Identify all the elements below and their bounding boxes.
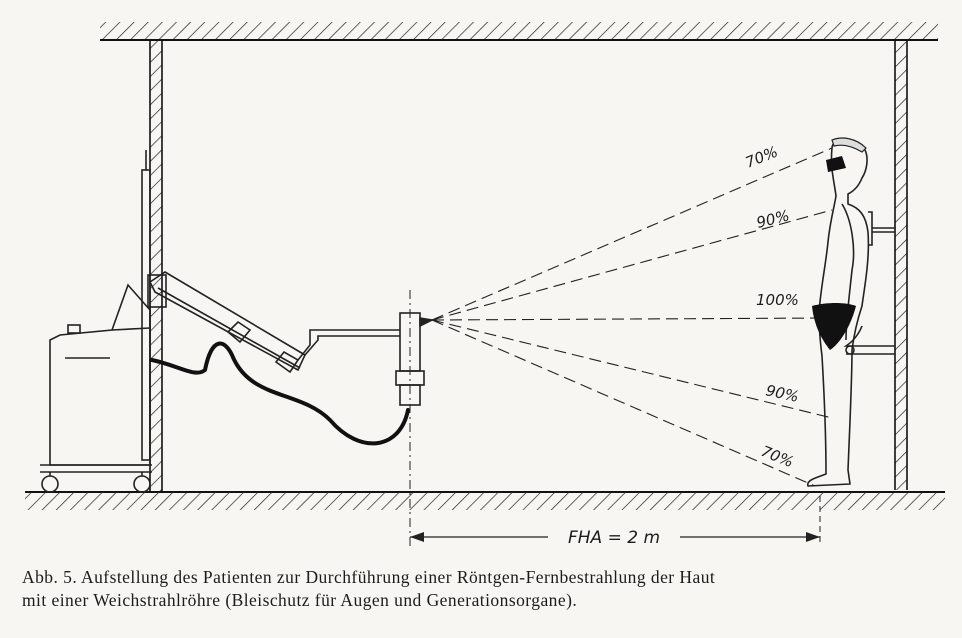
floor	[25, 491, 945, 510]
intensity-label-center: 100%	[756, 291, 799, 309]
distance-dimension: FHA = 2 m	[410, 496, 821, 548]
figure-caption: Abb. 5. Aufstellung des Patienten zur Du…	[22, 566, 947, 612]
right-wall	[894, 40, 908, 490]
left-wall	[149, 40, 163, 492]
xray-setup-diagram: 70% 90% 100% 90% 70% FHA = 2 m	[25, 22, 945, 548]
caption-line-2: mit einer Weichstrahlröhre (Bleischutz f…	[22, 590, 578, 610]
xray-tube-head	[395, 312, 435, 406]
power-cable	[150, 341, 410, 446]
lead-gonad-shield	[812, 303, 856, 350]
ceiling	[100, 22, 938, 41]
lead-eye-shield	[826, 137, 867, 172]
intensity-label-upper: 90%	[755, 206, 792, 232]
xray-generator-cart	[40, 150, 152, 493]
intensity-label-bottom: 70%	[759, 442, 797, 471]
caption-line-1: Abb. 5. Aufstellung des Patienten zur Du…	[22, 567, 716, 587]
wall-handles	[843, 211, 895, 355]
radiation-rays	[431, 147, 833, 487]
articulated-arm	[147, 271, 400, 374]
distance-label: FHA = 2 m	[568, 528, 660, 548]
intensity-labels: 70% 90% 100% 90% 70%	[743, 143, 801, 472]
intensity-label-top: 70%	[743, 143, 781, 172]
